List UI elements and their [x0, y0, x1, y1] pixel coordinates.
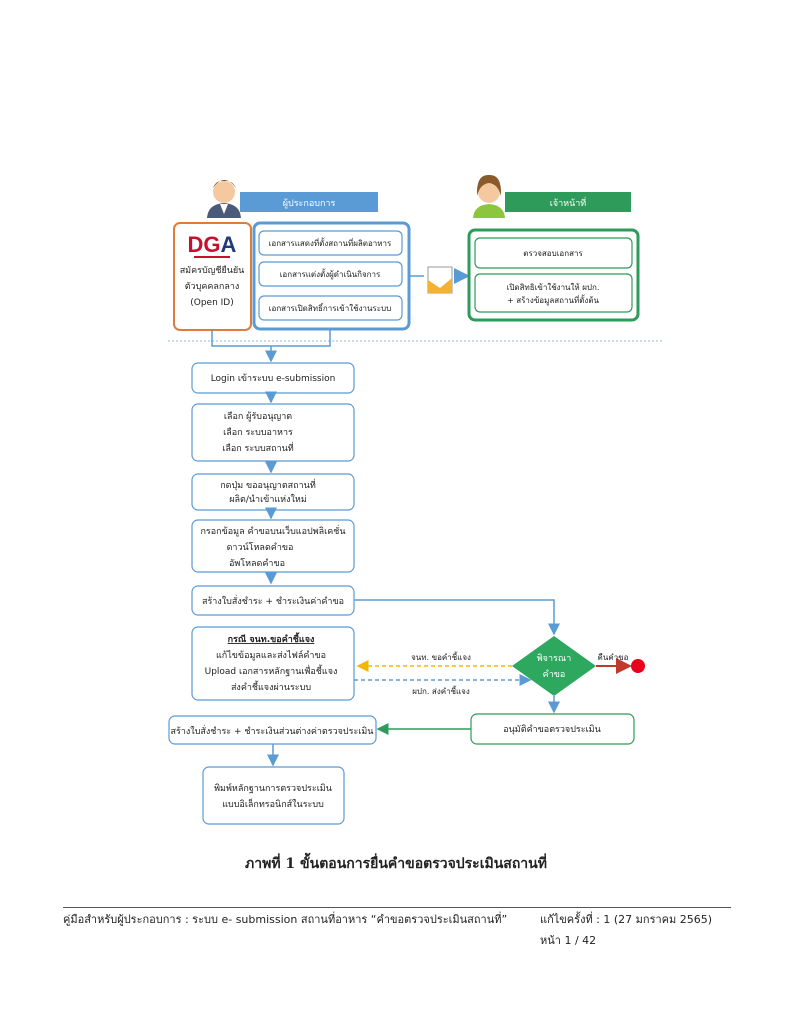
operator-avatar-icon — [207, 180, 241, 218]
step-paydiff-label: สร้างใบสั่งชำระ + ชำระเงินส่วนต่างค่าตรว… — [171, 724, 374, 737]
step-fill-line2: ดาวน์โหลดคำขอ — [227, 541, 294, 553]
officer-lane-label: เจ้าหน้าที่ — [550, 196, 587, 209]
step-print-line2: แบบอิเล็กทรอนิกส์ในระบบ — [222, 797, 324, 810]
step-clarify-line2: Upload เอกสารหลักฐานเพื่อชี้แจง — [205, 664, 338, 677]
step-select-line1: เลือก ผู้รับอนุญาต — [224, 411, 292, 422]
step-approve-label: อนุมัติคำขอตรวจประเมิน — [503, 724, 601, 735]
operator-reply-label: ผปก. ส่งคำชี้แจง — [412, 685, 470, 696]
step-button-line2: ผลิต/นำเข้าแห่งใหม่ — [229, 494, 307, 505]
step-clarify-line1: แก้ไขข้อมูลและส่งไฟล์คำขอ — [216, 649, 326, 661]
figure-caption: ภาพที่ 1 ขั้นตอนการยื่นคำขอตรวจประเมินสถ… — [245, 856, 547, 872]
officer-check-box — [474, 237, 633, 269]
document-label-2: เอกสารแต่งตั้งผู้ดำเนินกิจการ — [280, 268, 381, 280]
step-select-line3: เลือก ระบบสถานที่ — [222, 441, 294, 454]
step-login-label: Login เข้าระบบ e-submission — [211, 373, 336, 384]
document-label-1: เอกสารแสดงที่ตั้งสถานที่ผลิตอาหาร — [269, 237, 392, 248]
officer-grant-line1: เปิดสิทธิเข้าใช้งานให้ ผปก. — [507, 283, 600, 292]
document-send-icon — [427, 266, 453, 294]
dga-logo-underline — [194, 256, 230, 258]
step-fill-line3: อัพโหลดคำขอ — [229, 558, 285, 569]
reject-label: คืนคำขอ — [598, 653, 629, 662]
officer-lane-header — [505, 192, 631, 212]
document-box-3 — [258, 295, 403, 321]
officer-avatar-icon — [473, 174, 505, 218]
step-select-line2: เลือก ระบบอาหาร — [223, 427, 293, 438]
footer-rule — [63, 907, 731, 908]
step-clarify-box — [191, 626, 355, 701]
officer-check-label: ตรวจสอบเอกสาร — [523, 249, 583, 258]
dga-logo: DGA — [188, 232, 237, 257]
document-box-2 — [258, 261, 403, 287]
officer-grant-line2: + สร้างข้อมูลสถานที่ตั้งต้น — [507, 294, 600, 306]
footer-manual-title: คู่มือสำหรับผู้ประกอบการ : ระบบ e- submi… — [63, 913, 508, 926]
step-clarify-line3: ส่งคำชี้แจงผ่านระบบ — [231, 680, 311, 693]
officer-request-label: จนท. ขอคำชี้แจง — [411, 651, 471, 662]
operator-lane-label: ผู้ประกอบการ — [283, 198, 336, 209]
step-fill-line1: กรอกข้อมูล คำขอบนเว็บแอปพลิเคชั่น — [200, 524, 345, 537]
dga-line1: สมัครบัญชียืนยัน — [180, 265, 245, 276]
decision-diamond — [512, 636, 596, 696]
operator-lane-header — [240, 192, 378, 212]
dga-line2: ตัวบุคคลกลาง — [185, 282, 240, 292]
connector-top-join — [211, 329, 331, 347]
decision-line1: พิจารณา — [537, 653, 572, 664]
step-button-line1: กดปุ่ม ขออนุญาตสถานที่ — [220, 478, 316, 491]
step-fill-box — [191, 519, 355, 573]
footer-revision: แก้ไขครั้งที่ : 1 (27 มกราคม 2565) — [540, 913, 713, 926]
step-clarify-title: กรณี จนท.ขอคำชี้แจง — [228, 632, 315, 645]
step-select-box — [191, 403, 355, 462]
end-node — [631, 659, 645, 673]
officer-grant-box — [474, 273, 633, 313]
step-print-line1: พิมพ์หลักฐานการตรวจประเมิน — [214, 782, 332, 794]
step-print-box — [202, 766, 345, 825]
document-box-1 — [258, 230, 403, 256]
decision-line2: คำขอ — [543, 669, 566, 680]
step-pay-label: สร้างใบสั่งชำระ + ชำระเงินค่าคำขอ — [202, 594, 344, 607]
connector-pay-to-decision — [354, 599, 560, 636]
dga-line3: (Open ID) — [190, 298, 234, 308]
document-label-3: เอกสารเปิดสิทธิ์การเข้าใช้งานระบบ — [269, 302, 391, 313]
footer-page-number: หน้า 1 / 42 — [540, 934, 597, 947]
